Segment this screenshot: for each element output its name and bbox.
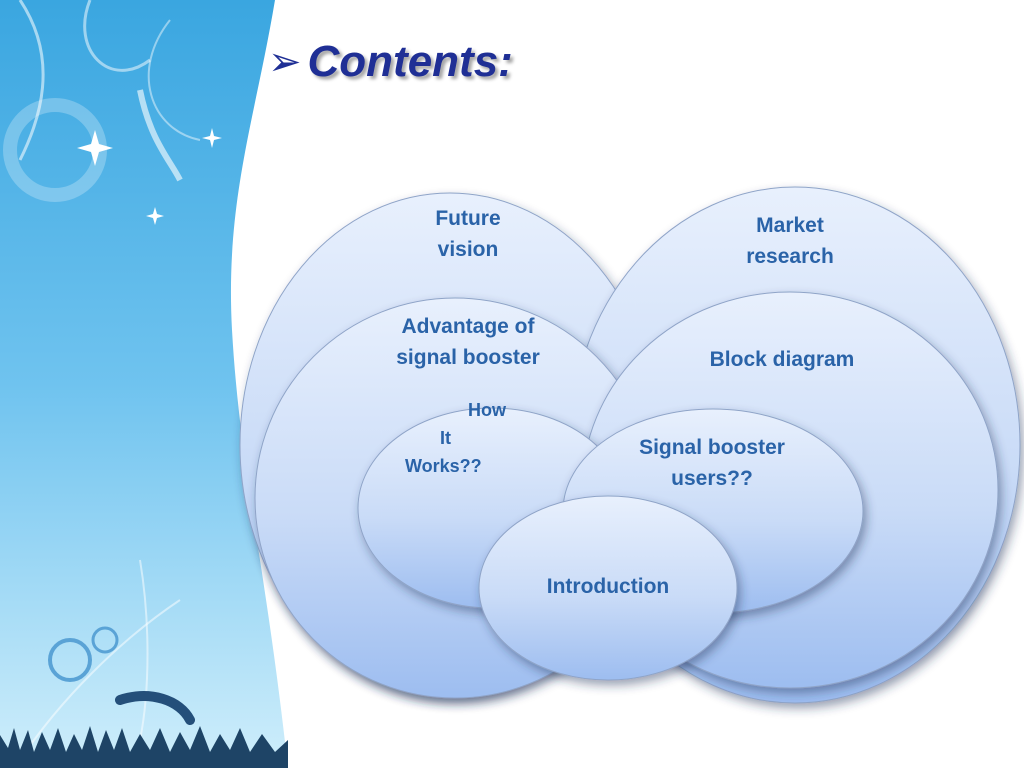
label-advantage: Advantage of signal booster: [396, 315, 540, 369]
title-text: Contents:: [307, 37, 513, 86]
label-how-it-works: How It Works??: [405, 400, 506, 476]
arrow-bullet-icon: ➢: [268, 40, 302, 84]
sparkle-icon: [77, 128, 222, 225]
label-block-diagram: Block diagram: [709, 348, 855, 371]
decorative-side-panel: [0, 0, 288, 768]
label-market-research: Market research: [746, 214, 834, 268]
slide-title: ➢ Contents:: [268, 40, 513, 84]
label-future-vision: Future vision: [435, 207, 501, 261]
label-introduction: Introduction: [546, 575, 670, 598]
label-signal-users: Signal booster users??: [639, 436, 785, 490]
circle-introduction: [478, 495, 738, 681]
